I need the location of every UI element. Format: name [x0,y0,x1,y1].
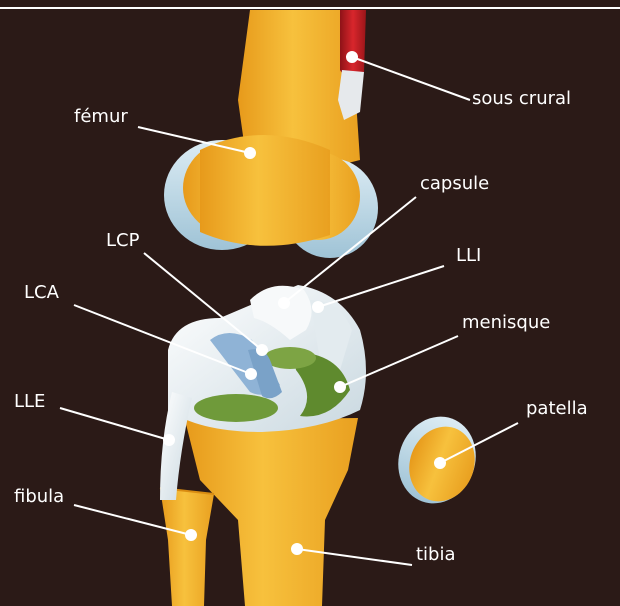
dot-femur [245,148,255,158]
dot-patella [435,458,445,468]
dot-sous-crural [347,52,357,62]
label-tibia: tibia [416,546,456,564]
dot-tibia [292,544,302,554]
label-femur: fémur [74,108,128,126]
dot-lcp [257,345,267,355]
label-patella: patella [526,400,588,418]
lle-ligament [160,392,192,500]
label-lle: LLE [14,393,45,411]
label-sous-crural: sous crural [472,90,571,108]
label-capsule: capsule [420,175,489,193]
dot-menisque [335,382,345,392]
pointer-sous-crural [352,57,470,100]
pointer-lli [318,266,444,307]
label-lca: LCA [24,284,59,302]
pointer-lle [60,408,169,440]
dot-fibula [186,530,196,540]
label-lcp: LCP [106,232,139,250]
dot-capsule [279,298,289,308]
dot-lli [313,302,323,312]
label-lli: LLI [456,247,481,265]
label-fibula: fibula [14,488,64,506]
fibula-bone [160,488,214,606]
sous-crural-muscle [338,10,366,120]
dot-lca [246,369,256,379]
dot-lle [164,435,174,445]
tibia-bone [185,418,358,606]
label-menisque: menisque [462,314,550,332]
